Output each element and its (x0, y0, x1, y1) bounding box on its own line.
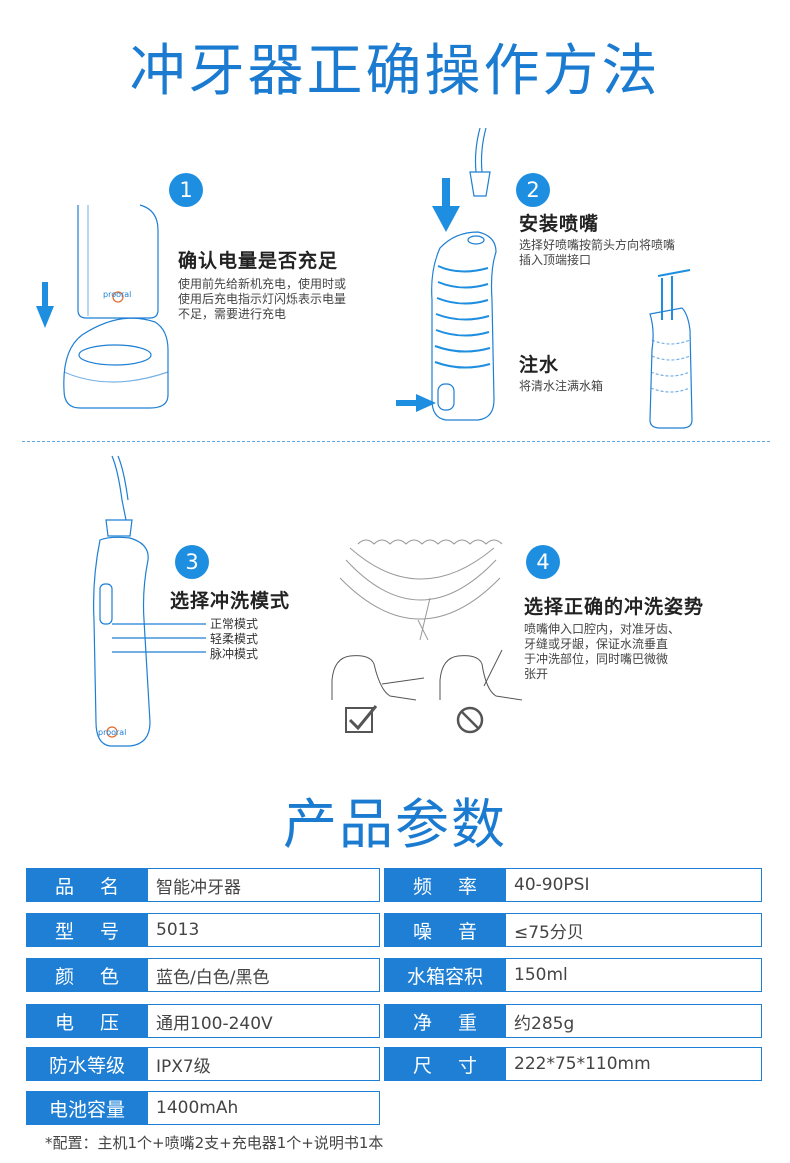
prohibited-icon (456, 706, 484, 734)
page-title: 冲牙器正确操作方法 (129, 39, 661, 104)
nozzle-illustration (469, 127, 491, 197)
step-1-number: 1 (169, 173, 203, 207)
correct-posture-illustration (331, 655, 425, 701)
step-4-desc: 喷嘴伸入口腔内，对准牙齿、 牙缝或牙龈，保证水流垂直 于冲洗部位，同时嘴巴微微 … (524, 622, 681, 681)
spec-value: 222*75*110mm (506, 1047, 762, 1081)
charger-base-illustration (63, 317, 169, 409)
spec-value: 5013 (148, 913, 380, 947)
device-brand-label: prooral (98, 728, 127, 737)
mode-label-gentle: 轻柔模式 (210, 632, 259, 646)
step-3-title: 选择冲洗模式 (170, 590, 291, 612)
spec-value: 约285g (506, 1004, 762, 1038)
step-1-title: 确认电量是否充足 (178, 250, 339, 272)
spec-key: 电压 (26, 1004, 148, 1038)
device-side-illustration (93, 455, 206, 747)
spec-value: ≤75分贝 (506, 913, 762, 947)
step-4-number: 4 (526, 545, 560, 579)
spec-row-battery: 电池容量 1400mAh (26, 1091, 380, 1125)
spec-row-voltage: 电压 通用100-240V (26, 1004, 380, 1038)
spec-value: 40-90PSI (506, 868, 762, 902)
wrong-posture-illustration (439, 649, 523, 701)
step-2-number: 2 (516, 173, 550, 207)
spec-value: 1400mAh (148, 1091, 380, 1125)
step-2-title: 安装喷嘴 (519, 213, 600, 235)
spec-key: 水箱容积 (384, 958, 506, 992)
device-brand-label: prooral (103, 290, 132, 299)
spec-row-noise: 噪音 ≤75分贝 (384, 913, 762, 947)
spec-key: 频率 (384, 868, 506, 902)
spec-row-name: 品名 智能冲牙器 (26, 868, 380, 902)
spec-value: 蓝色/白色/黑色 (148, 958, 380, 992)
spec-row-color: 颜色 蓝色/白色/黑色 (26, 958, 380, 992)
spec-key: 噪音 (384, 913, 506, 947)
spec-value: IPX7级 (148, 1047, 380, 1081)
package-contents-note: *配置：主机1个+喷嘴2支+充电器1个+说明书1本 (45, 1134, 384, 1152)
step-1-desc: 使用前先给新机充电，使用时或 使用后充电指示灯闪烁表示电量 不足，需要进行充电 (178, 277, 347, 321)
spec-value: 通用100-240V (148, 1004, 380, 1038)
spec-key: 颜色 (26, 958, 148, 992)
spec-key: 净重 (384, 1004, 506, 1038)
specs-section-title: 产品参数 (283, 793, 507, 856)
device-top-illustration (77, 204, 159, 319)
spec-row-weight: 净重 约285g (384, 1004, 762, 1038)
step-2-sub-title: 注水 (519, 354, 560, 376)
spec-value: 150ml (506, 958, 762, 992)
section-divider (22, 441, 770, 442)
arrow-down-icon (36, 282, 54, 328)
spec-row-model: 型号 5013 (26, 913, 380, 947)
device-body-illustration (431, 231, 497, 421)
water-tank-illustration (649, 269, 693, 429)
spec-key: 品名 (26, 868, 148, 902)
spec-row-waterproof: 防水等级 IPX7级 (26, 1047, 380, 1081)
spec-key: 尺寸 (384, 1047, 506, 1081)
step-4-title: 选择正确的冲洗姿势 (524, 596, 705, 618)
arrow-down-icon (432, 178, 460, 232)
spec-row-size: 尺寸 222*75*110mm (384, 1047, 762, 1081)
spec-key: 电池容量 (26, 1091, 148, 1125)
spec-value: 智能冲牙器 (148, 868, 380, 902)
spec-row-frequency: 频率 40-90PSI (384, 868, 762, 902)
spec-key: 型号 (26, 913, 148, 947)
usage-illustrations (36, 127, 693, 747)
arrow-right-icon (396, 394, 436, 412)
spec-row-tank-capacity: 水箱容积 150ml (384, 958, 762, 992)
spec-key: 防水等级 (26, 1047, 148, 1081)
mode-label-pulse: 脉冲模式 (210, 647, 259, 661)
step-2-sub-desc: 将清水注满水箱 (519, 379, 604, 393)
check-icon (345, 705, 378, 733)
mode-label-normal: 正常模式 (210, 617, 259, 631)
teeth-illustration (339, 539, 503, 641)
step-2-desc: 选择好喷嘴按箭头方向将喷嘴 插入顶端接口 (519, 238, 676, 267)
step-3-number: 3 (175, 545, 209, 579)
